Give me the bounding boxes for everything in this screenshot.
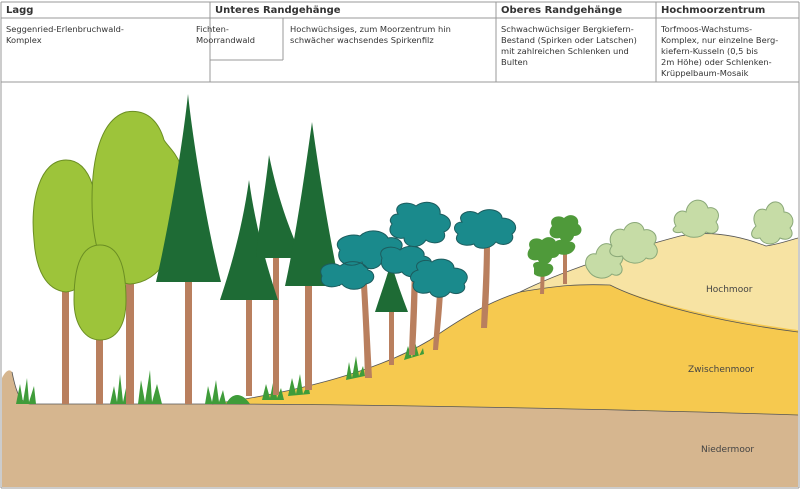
spruce-trees [156,94,408,404]
zwischenmoor-label: Zwischenmoor [688,365,754,375]
sphagnum-cluster [609,222,658,264]
grass-tuft [16,378,36,404]
small-pine-crown [549,215,582,255]
oberes-description-line: Schwachwüchsiger Bergkiefern- [501,24,634,34]
small-pine-crown [527,237,560,277]
hochmoor-layer [520,233,798,330]
tree-trunk [360,268,372,378]
zwischenmoor-layer [212,284,798,415]
fichten-description-line: Fichten- [196,24,229,34]
niedermoor-label: Niedermoor [701,445,754,455]
sphagnum-clusters [585,199,794,279]
grass-tuft [226,395,250,404]
column-heading-lagg: Lagg [6,5,33,16]
grass-tuft [110,374,128,404]
oberes-description-line: Bestand (Spirken oder Latschen) [501,35,637,45]
tree-trunk [185,272,192,404]
spruce-tree [375,262,408,312]
column-heading-unteres-randgehaenge: Unteres Randgehänge [215,5,341,16]
spruce-tree [156,94,221,282]
tree-trunk [273,255,279,395]
tree-trunk [62,280,69,404]
hochmoor-description-line: Torfmoos-Wachstums- [660,24,752,34]
hochmoor-description-line: kiefern-Kusseln (0,5 bis [661,46,758,56]
spruce-tree [220,180,278,300]
fichten-description-line: Moorrandwald [196,35,255,45]
spruce-tree [285,122,340,286]
lagg-description-line: Komplex [6,35,42,45]
grass-tuft [205,380,226,404]
spirkenfilz-description-line: Hochwüchsiges, zum Moorzentrum hin [290,24,451,34]
oberes-description-line: mit zahlreichen Schlenken und [501,46,629,56]
hochmoor-description-line: Komplex, nur einzelne Berg- [661,35,778,45]
spirkenfilz-description-line: schwächer wachsendes Spirkenfilz [290,35,434,45]
lagg-description-line: Seggenried-Erlenbruchwald- [6,24,124,34]
tree-trunk [433,292,443,350]
hochmoor-description-line: 2m Höhe) oder Schlenken- [661,57,772,67]
grass-tuft [346,356,365,380]
pine-crown [410,258,468,298]
hochmoor-label: Hochmoor [706,285,753,295]
pine-crown [454,209,517,249]
grass-tuft [138,370,162,404]
tree-trunk [96,320,103,404]
bog-pines [320,201,517,378]
column-heading-oberes-randgehaenge: Oberes Randgehänge [501,5,622,16]
sphagnum-cluster [751,201,794,245]
tree-trunk [305,280,312,390]
mountain-pine-shrubs [527,215,582,294]
deciduous-trees [32,110,186,404]
tree-trunk [126,270,134,404]
niedermoor-layer [2,370,798,487]
sphagnum-cluster [672,199,719,238]
deciduous-tree-crown [91,110,186,285]
tree-trunk [389,305,394,365]
header-table: Lagg Unteres Randgehänge Oberes Randgehä… [0,1,800,83]
column-heading-hochmoorzentrum: Hochmoorzentrum [661,5,765,16]
deciduous-tree-crown [73,244,127,341]
tree-trunk [481,240,490,328]
grass-tuft [288,374,310,396]
oberes-description-line: Bulten [501,57,528,67]
tree-trunk [246,296,252,396]
spruce-tree [256,155,302,258]
hochmoor-description-line: Krüppelbaum-Mosaik [661,68,749,78]
